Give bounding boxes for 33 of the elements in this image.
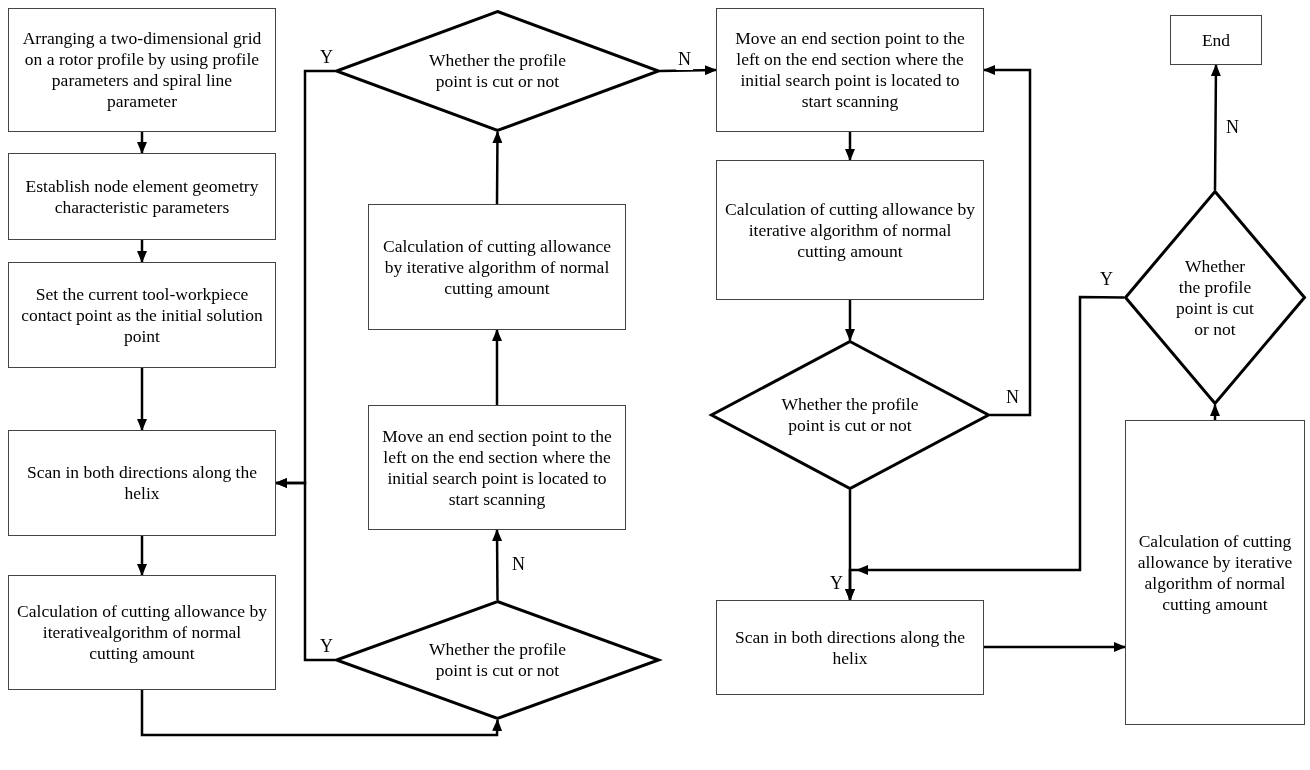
process-box <box>716 8 984 132</box>
process-box <box>716 600 984 695</box>
process-box <box>716 160 984 300</box>
step-text: Move an end section point to the left on the end section where the initial search point is located to start scanning <box>381 425 613 510</box>
step-text: Set the current tool-workpiece contact point as the initial solution point <box>20 283 264 347</box>
process-box <box>8 153 276 240</box>
step-text: Move an end section point to the left on the end section where the initial search point is located to start scanning <box>734 28 966 112</box>
step-text: Calculation of cutting allowance by iterativealgorithm of normal cutting amount <box>17 601 267 664</box>
process-box <box>8 575 276 690</box>
process-box <box>8 262 276 368</box>
step-text: Whether the profile point is cut or not <box>428 50 567 92</box>
decision-diamond <box>710 340 990 490</box>
process-box <box>8 8 276 132</box>
decision-diamond <box>335 10 660 132</box>
step-text: Calculation of cutting allowance by iterative algorithm of normal cutting amount <box>382 235 612 299</box>
process-box <box>8 430 276 536</box>
step-text: End <box>1201 29 1231 51</box>
step-text: Whether the profile point is cut or not <box>428 639 567 681</box>
process-box <box>368 204 626 330</box>
step-text: Whether the profile point is cut or not <box>780 394 920 436</box>
decision-diamond <box>335 600 660 720</box>
step-text: Calculation of cutting allowance by iterative algorithm of normal cutting amount <box>725 198 975 262</box>
step-text: Establish node element geometry characteristic parameters <box>24 175 260 218</box>
step-text: Calculation of cutting allowance by iterative algorithm of normal cutting amount <box>1136 530 1294 615</box>
step-text: Whether the profile point is cut or not <box>1175 255 1255 340</box>
decision-diamond <box>1124 190 1306 405</box>
step-text: Scan in both directions along the helix <box>26 462 258 504</box>
edge-label: N <box>676 50 693 70</box>
process-box <box>368 405 626 530</box>
process-box <box>1125 420 1305 725</box>
process-box <box>1170 15 1262 65</box>
step-text: Arranging a two-dimensional grid on a rotor profile by using profile parameters and spiral line parameter <box>21 28 263 112</box>
step-text: Scan in both directions along the helix <box>734 626 966 669</box>
